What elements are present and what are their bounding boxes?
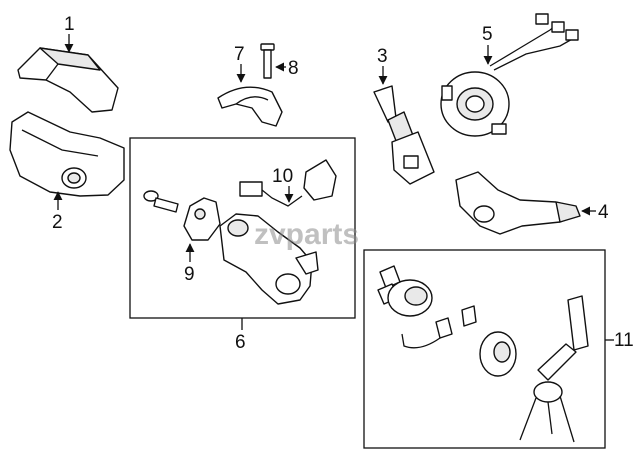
combination-switch[interactable] xyxy=(455,171,581,235)
immobilizer-antenna[interactable] xyxy=(401,305,477,349)
ignition-switch-connector[interactable] xyxy=(239,159,337,207)
callout-2: 2 xyxy=(52,212,63,233)
lock-ring[interactable] xyxy=(479,331,517,377)
ignition-lock-housing[interactable] xyxy=(219,213,319,305)
callout-1: 1 xyxy=(64,14,75,35)
callout-5: 5 xyxy=(482,24,493,45)
key-cylinder-trim[interactable] xyxy=(217,86,283,127)
lower-column-cover[interactable] xyxy=(9,111,125,197)
ignition-key[interactable] xyxy=(519,295,589,443)
callout-6: 6 xyxy=(235,332,246,353)
screw[interactable] xyxy=(260,43,275,79)
lock-cylinder[interactable] xyxy=(377,265,433,317)
callout-10: 10 xyxy=(272,166,293,187)
clock-spring[interactable] xyxy=(440,13,579,137)
ignition-ring[interactable] xyxy=(183,197,221,241)
callout-3: 3 xyxy=(377,46,388,67)
bolt[interactable] xyxy=(143,190,179,213)
callout-7: 7 xyxy=(234,44,245,65)
callout-4: 4 xyxy=(598,202,609,223)
callout-9: 9 xyxy=(184,264,195,285)
watermark: zvparts xyxy=(254,218,359,251)
callout-11: 11 xyxy=(614,330,634,351)
wiper-switch[interactable] xyxy=(373,85,435,185)
lock-set-box xyxy=(363,249,606,449)
callout-8: 8 xyxy=(288,58,299,79)
upper-column-cover[interactable] xyxy=(17,47,119,113)
